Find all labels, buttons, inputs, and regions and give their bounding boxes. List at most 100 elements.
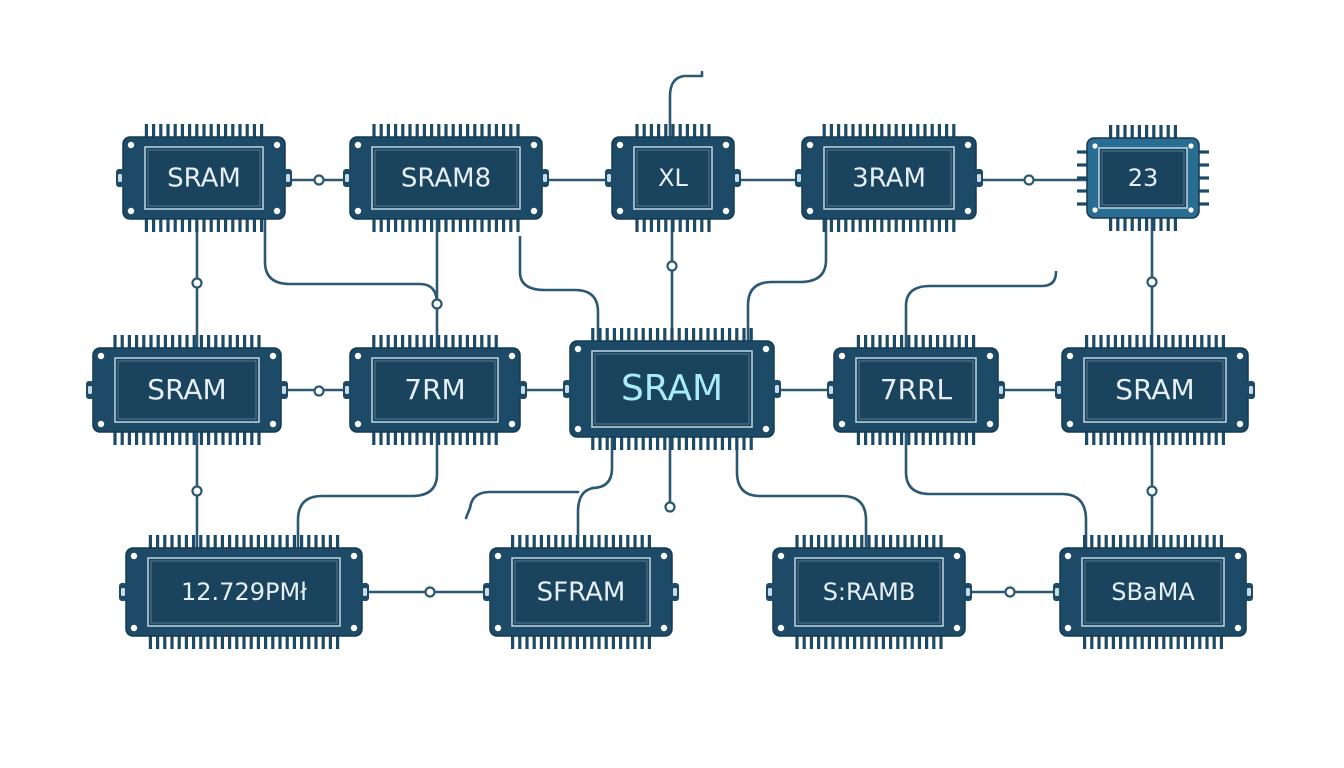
chip-pin <box>575 636 579 649</box>
chip-pin <box>943 432 947 445</box>
chip-pin <box>487 124 491 137</box>
chip-pin <box>892 432 896 445</box>
chip-pin <box>604 636 608 649</box>
chip-pin <box>873 124 877 137</box>
chip-pin <box>444 432 448 445</box>
chip-pin <box>864 335 868 348</box>
chip-pin <box>1149 432 1153 445</box>
chip-pin <box>1128 432 1132 445</box>
chip-pin <box>878 335 882 348</box>
chip-pin <box>386 432 390 445</box>
chip-pin <box>494 432 498 445</box>
chip-pin <box>149 335 153 348</box>
chip-pin <box>642 124 646 137</box>
chip-pin <box>231 219 235 232</box>
chip-mount-hole <box>722 207 730 215</box>
chip-mount-hole <box>1092 143 1098 149</box>
chip-pin <box>554 535 558 548</box>
chip-pin <box>415 219 419 232</box>
chip-pin <box>152 219 156 232</box>
chip-mount-hole <box>1064 624 1072 632</box>
chip-pin <box>494 335 498 348</box>
chip-label-frame-inner <box>1086 360 1224 420</box>
chip-pin <box>466 219 470 232</box>
chip-side-tab-slot <box>1055 588 1059 596</box>
chip-pin <box>1126 535 1130 548</box>
chip-pin <box>1199 176 1209 180</box>
via-node-9 <box>1146 485 1158 497</box>
chip-pin <box>641 437 645 450</box>
chip-pin <box>939 535 943 548</box>
chip-label: SRAM <box>147 373 226 406</box>
via-node-11 <box>424 586 436 598</box>
chip-pin <box>561 636 565 649</box>
chip-pin <box>1162 535 1166 548</box>
chip-pin <box>159 219 163 232</box>
chip-label: 3RAM <box>852 164 926 194</box>
via-node-12 <box>1004 586 1016 598</box>
trace-line-26 <box>904 430 1088 550</box>
chip-pin <box>250 335 254 348</box>
chip-pin <box>627 328 631 341</box>
chip-pin <box>429 432 433 445</box>
chip-pin <box>851 219 855 232</box>
chip-pin <box>185 335 189 348</box>
chip-pin <box>903 535 907 548</box>
chip-pin <box>163 535 167 548</box>
chip-pin <box>525 636 529 649</box>
chip-pin <box>1193 335 1197 348</box>
chip-pin <box>238 124 242 137</box>
chip-pin <box>670 437 674 450</box>
chip-pin <box>972 432 976 445</box>
chip-pin <box>907 335 911 348</box>
chip-pin <box>1207 335 1211 348</box>
chip-pin <box>516 124 520 137</box>
chip-pin <box>278 636 282 649</box>
chip-pin <box>243 432 247 445</box>
chip-pin <box>749 328 753 341</box>
chip-pin <box>972 335 976 348</box>
trace-line-27 <box>464 490 580 520</box>
chip-pin <box>619 535 623 548</box>
chip-pin <box>916 219 920 232</box>
chip-mount-hole <box>838 420 846 428</box>
chip-pin <box>487 335 491 348</box>
chip-pin <box>964 432 968 445</box>
chip-mount-hole <box>354 207 362 215</box>
chip-side-tab-slot <box>966 588 970 596</box>
chip-pin <box>1130 125 1134 138</box>
chip-pin <box>910 636 914 649</box>
chip-pin <box>880 219 884 232</box>
chip-pin <box>386 335 390 348</box>
chip-pin <box>1106 335 1110 348</box>
chip-label-frame-inner <box>858 360 974 420</box>
chip-pin <box>699 437 703 450</box>
chip-side-tab-slot <box>607 174 611 182</box>
chip-pin <box>209 219 213 232</box>
chip-pin <box>321 535 325 548</box>
chip-pin <box>845 636 849 649</box>
chip-pin <box>554 636 558 649</box>
chip-pin <box>422 432 426 445</box>
chip-pin <box>1159 218 1163 231</box>
chip-side-tab-slot <box>999 386 1003 394</box>
chip-pin <box>408 124 412 137</box>
chip-pin <box>677 437 681 450</box>
chip-label: 12.729PMł <box>181 578 307 606</box>
chip-pin <box>209 124 213 137</box>
chip-pin <box>649 124 653 137</box>
chip-pin <box>619 636 623 649</box>
chip-pin <box>394 124 398 137</box>
chip-pin <box>678 219 682 232</box>
chip-mount-hole <box>1066 420 1074 428</box>
chip-pin <box>1145 125 1149 138</box>
chip-pin <box>881 636 885 649</box>
chip-pin <box>1185 335 1189 348</box>
chip-pin <box>202 219 206 232</box>
chip-pin <box>1083 535 1087 548</box>
chip-pin <box>166 219 170 232</box>
chip-r3-c4: SBaMA <box>1053 535 1253 649</box>
chip-pin <box>1200 335 1204 348</box>
chip-pin <box>706 328 710 341</box>
chip-pin <box>173 219 177 232</box>
